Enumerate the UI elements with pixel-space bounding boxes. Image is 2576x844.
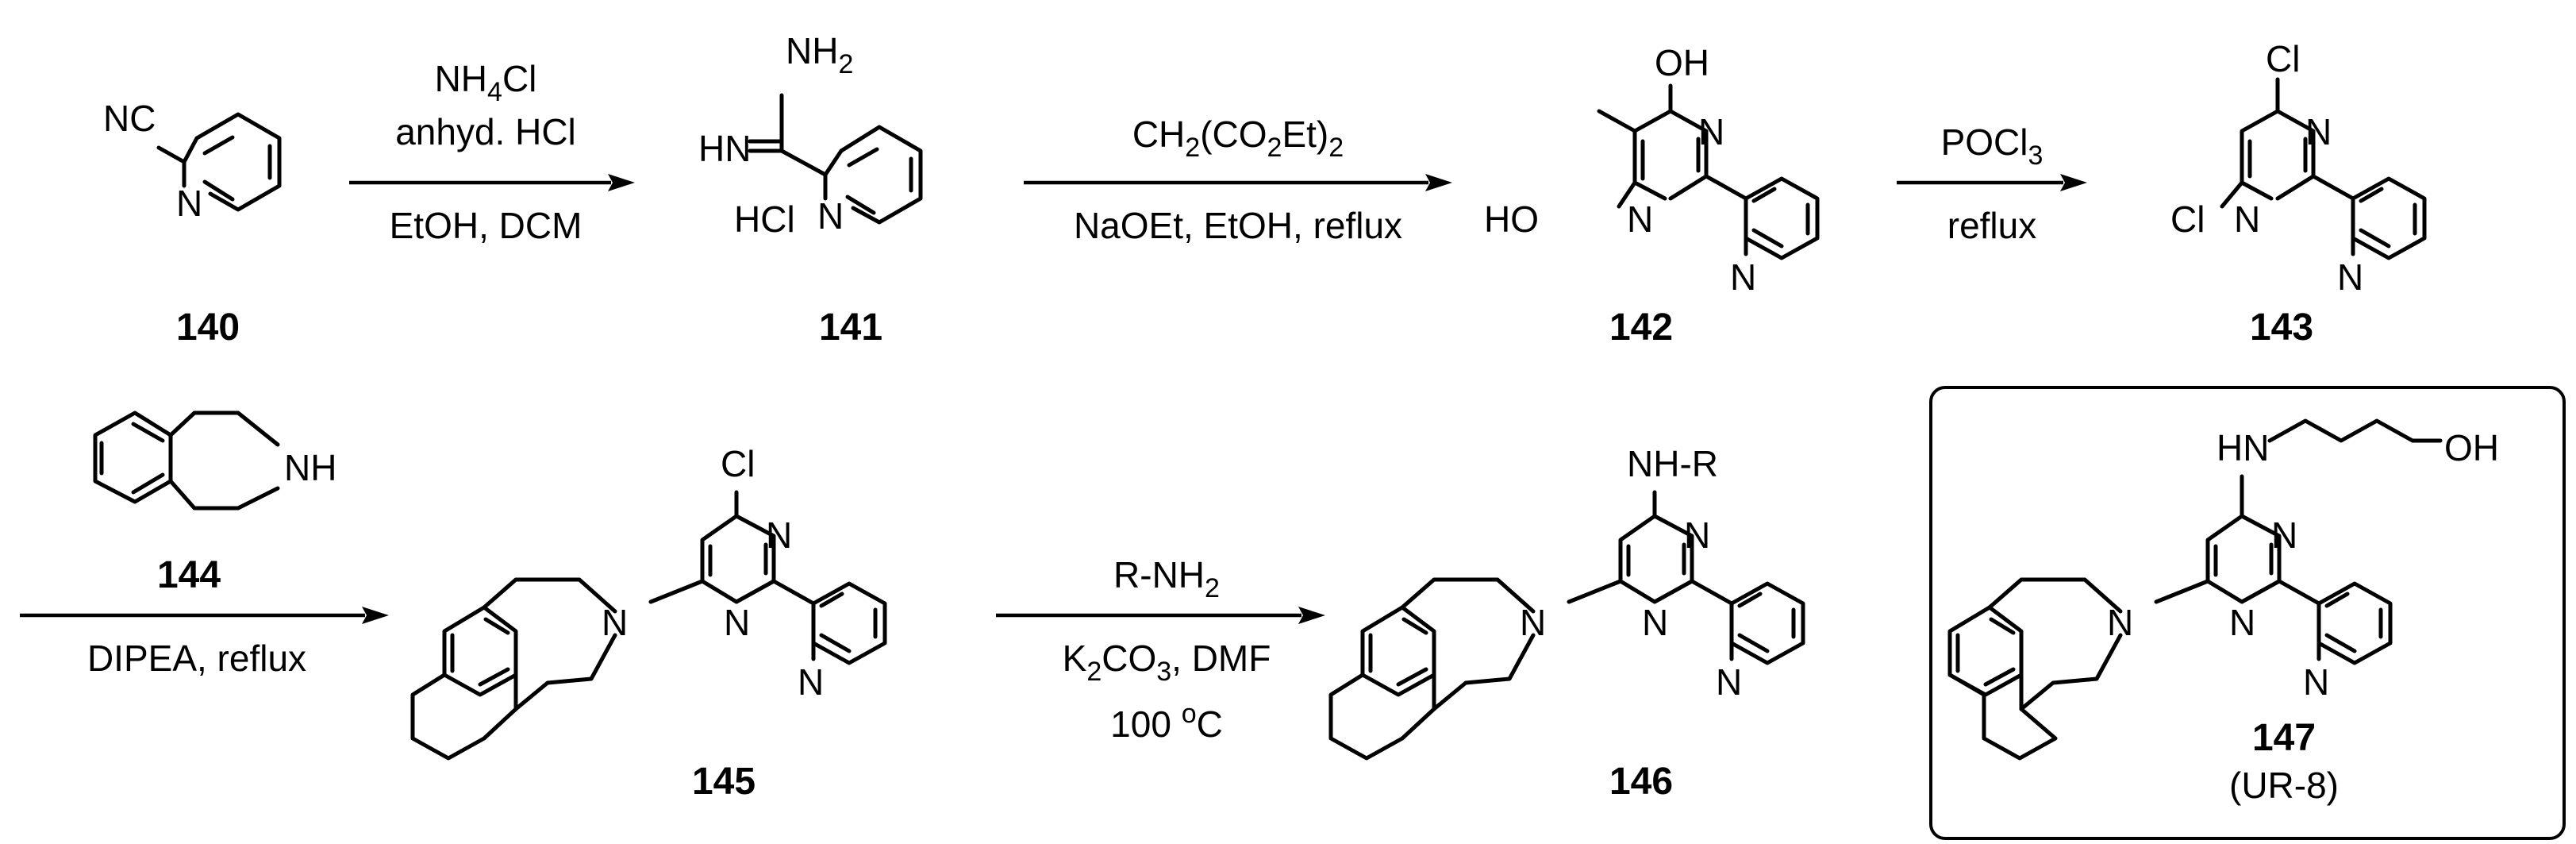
compound-147: HN OH N N N N 147 (UR-8) bbox=[1947, 418, 2499, 806]
hydroxyl-left-label: HO bbox=[1484, 198, 1539, 240]
pyridine-n-label: N bbox=[1730, 256, 1756, 298]
compound-number-143: 143 bbox=[2250, 306, 2313, 349]
step4-conditions-text: DIPEA, reflux bbox=[87, 638, 306, 679]
reaction-arrow-3 bbox=[1897, 174, 2087, 191]
hn-label: HN bbox=[2217, 427, 2269, 468]
step5-reagent-amine: R-NH2 bbox=[1113, 554, 1220, 603]
compound-146: NH-R N N N N 146 bbox=[1328, 443, 1805, 803]
step3-reagent-pocl3: POCl3 bbox=[1941, 121, 2043, 171]
pyridine-n-label: N bbox=[817, 195, 844, 237]
azepine-n-label: N bbox=[602, 602, 628, 643]
step3-conditions-text: reflux bbox=[1947, 205, 2036, 246]
pyrimidine-n2-label: N bbox=[1627, 198, 1653, 240]
hydroxyl-label: OH bbox=[2444, 427, 2499, 468]
step1-reagent-nh4cl: NH4Cl bbox=[435, 58, 537, 107]
pyrimidine-n2-label: N bbox=[724, 602, 750, 643]
amidine-nh2-label: NH2 bbox=[786, 30, 853, 79]
step1-conditions: NH4Cl anhyd. HCl EtOH, DCM bbox=[390, 58, 582, 246]
pyrimidine-n2-label: N bbox=[2229, 602, 2255, 643]
pyrimidine-n1-label: N bbox=[1684, 514, 1710, 556]
reaction-arrow-4 bbox=[20, 607, 389, 624]
chloro-top-label: Cl bbox=[2266, 38, 2300, 79]
pyridine-n-label: N bbox=[2337, 256, 2363, 298]
compound-145: Cl N N N N 145 bbox=[410, 443, 887, 803]
compound-140: NC N 140 bbox=[103, 98, 282, 349]
pyrimidine-n1-label: N bbox=[766, 514, 792, 556]
compound-number-144: 144 bbox=[157, 554, 221, 596]
reaction-arrow-5 bbox=[996, 607, 1325, 624]
pyrimidine-n1-label: N bbox=[1698, 111, 1724, 152]
compound-number-140: 140 bbox=[176, 306, 240, 349]
hydroxyl-top-label: OH bbox=[1655, 42, 1709, 83]
hcl-salt-label: HCl bbox=[734, 198, 795, 240]
step5-conditions: R-NH2 K2CO3, DMF 100 oC bbox=[1063, 554, 1271, 745]
reaction-arrow-1 bbox=[349, 174, 635, 191]
step2-conditions: CH2(CO2Et)2 NaOEt, EtOH, reflux bbox=[1074, 114, 1402, 246]
nh-r-label: NH-R bbox=[1627, 443, 1718, 484]
azepine-n-label: N bbox=[1520, 602, 1546, 643]
compound-number-142: 142 bbox=[1609, 306, 1673, 349]
compound-number-141: 141 bbox=[819, 306, 882, 349]
compound-141: NH2 HN HCl N 141 bbox=[698, 30, 923, 349]
compound-number-145: 145 bbox=[692, 761, 755, 803]
pyridine-n-label: N bbox=[1716, 661, 1742, 703]
pyrimidine-n2-label: N bbox=[2234, 198, 2260, 240]
pyridine-n-label: N bbox=[176, 183, 202, 224]
secondary-amine-label: NH bbox=[284, 447, 336, 488]
azepine-n-label: N bbox=[2107, 602, 2133, 643]
pyrimidine-n1-label: N bbox=[2305, 111, 2332, 152]
step5-base-solvent: K2CO3, DMF bbox=[1063, 638, 1271, 687]
nitrile-label: NC bbox=[103, 98, 156, 139]
pyrimidine-n1-label: N bbox=[2271, 514, 2297, 556]
reaction-arrow-2 bbox=[1024, 174, 1452, 191]
compound-143: Cl Cl N N N 143 bbox=[2170, 38, 2427, 349]
highlight-box-147 bbox=[1929, 386, 2566, 840]
step2-reagent-malonate: CH2(CO2Et)2 bbox=[1132, 114, 1344, 163]
chloro-label: Cl bbox=[721, 443, 755, 484]
compound-144: NH 144 bbox=[93, 410, 336, 596]
step4-conditions: DIPEA, reflux bbox=[87, 638, 306, 679]
step3-conditions: POCl3 reflux bbox=[1941, 121, 2043, 246]
step1-solvent: EtOH, DCM bbox=[390, 205, 582, 246]
pyridine-n-label: N bbox=[2303, 661, 2329, 703]
chloro-left-label: Cl bbox=[2170, 198, 2205, 240]
pyridine-n-label: N bbox=[798, 661, 824, 703]
step2-conditions-text: NaOEt, EtOH, reflux bbox=[1074, 205, 1402, 246]
step5-temperature: 100 oC bbox=[1110, 699, 1223, 745]
compound-number-147: 147 bbox=[2252, 717, 2316, 759]
compound-alias-ur8: (UR-8) bbox=[2229, 765, 2339, 806]
compound-number-146: 146 bbox=[1609, 761, 1673, 803]
pyrimidine-n2-label: N bbox=[1642, 602, 1668, 643]
compound-142: OH HO N N N 142 bbox=[1484, 42, 1820, 349]
step1-reagent-hcl: anhyd. HCl bbox=[395, 111, 576, 152]
imine-hn-label: HN bbox=[698, 128, 751, 169]
